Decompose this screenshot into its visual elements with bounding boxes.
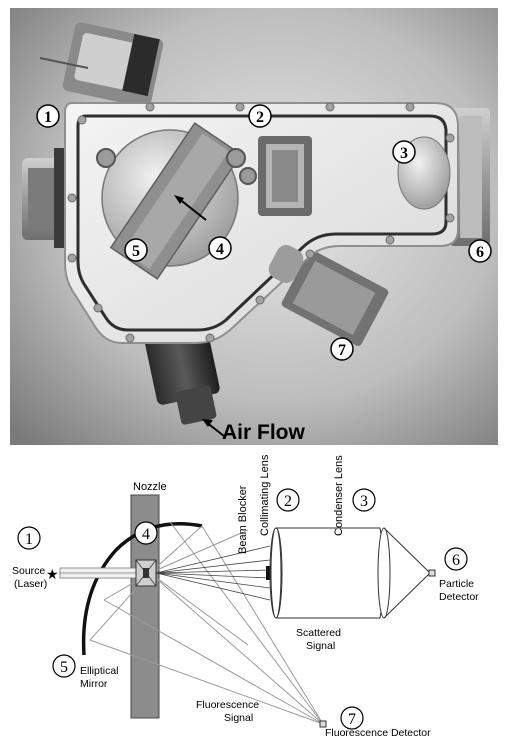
svg-text:4: 4 bbox=[216, 241, 224, 258]
svg-text:7: 7 bbox=[338, 342, 346, 359]
svg-text:2: 2 bbox=[284, 493, 292, 510]
svg-text:2: 2 bbox=[256, 109, 264, 126]
beam-blocker-label: Beam Blocker bbox=[237, 485, 249, 554]
fluorescence-signal-label-1: Fluorescence bbox=[196, 699, 259, 711]
particle-detector-label-1: Particle bbox=[439, 578, 474, 590]
photo-marker-7: 7 bbox=[330, 337, 354, 361]
diagram-marker-5: 5 bbox=[52, 654, 76, 678]
right-housing bbox=[450, 108, 490, 246]
fluorescence-block bbox=[281, 250, 389, 346]
collimating-lens-label: Collimating Lens bbox=[259, 454, 271, 536]
top-connector bbox=[39, 22, 164, 108]
screws bbox=[67, 102, 455, 343]
svg-text:3: 3 bbox=[360, 493, 368, 510]
diagram-marker-6: 6 bbox=[444, 547, 468, 571]
condenser-lens bbox=[377, 527, 391, 619]
elliptical-mirror bbox=[81, 522, 203, 656]
left-port bbox=[22, 148, 72, 248]
laser-beam: ★ bbox=[46, 566, 137, 582]
scatter-fan bbox=[155, 545, 271, 601]
particle-detector-label-2: Detector bbox=[439, 591, 479, 603]
svg-text:1: 1 bbox=[44, 109, 52, 126]
photo-marker-6: 6 bbox=[468, 239, 492, 263]
condenser-lens-label: Condenser Lens bbox=[333, 455, 345, 536]
lens-block bbox=[258, 136, 312, 216]
svg-text:4: 4 bbox=[142, 526, 150, 543]
airflow-label: Air Flow bbox=[222, 421, 305, 444]
source-star-icon: ★ bbox=[46, 566, 59, 582]
photo-marker-3: 3 bbox=[392, 140, 416, 164]
mirror-label-2: Mirror bbox=[80, 678, 108, 690]
photo-marker-2: 2 bbox=[248, 104, 272, 128]
beam-blocker bbox=[266, 566, 272, 580]
diagram-marker-7: 7 bbox=[340, 706, 364, 730]
mirror-label-1: Elliptical bbox=[80, 665, 119, 677]
scattered-signal-label-1: Scattered bbox=[296, 627, 341, 639]
body-gasket bbox=[76, 114, 448, 332]
photo-marker-4: 4 bbox=[208, 236, 232, 260]
diagram-marker-3: 3 bbox=[352, 488, 376, 512]
diagram-marker-2: 2 bbox=[276, 488, 300, 512]
svg-text:6: 6 bbox=[452, 552, 460, 569]
photo-marker-1: 1 bbox=[36, 104, 60, 128]
marker-4-arrow bbox=[177, 197, 207, 221]
svg-text:5: 5 bbox=[132, 243, 140, 260]
fluorescence-detector bbox=[319, 720, 327, 728]
svg-text:5: 5 bbox=[60, 659, 68, 676]
fluorescence-detector-label: Fluorescence Detector bbox=[325, 727, 431, 739]
instrument-photo: Air Flow 1 2 3 4 5 6 7 bbox=[10, 8, 498, 445]
svg-text:6: 6 bbox=[476, 244, 484, 261]
converging-beam bbox=[383, 527, 431, 619]
fluorescence-rays bbox=[89, 521, 324, 725]
svg-text:7: 7 bbox=[348, 711, 356, 728]
fluorescence-signal-label-2: Signal bbox=[224, 712, 253, 724]
collimated-beam bbox=[269, 527, 385, 619]
scattered-signal-label-2: Signal bbox=[306, 640, 335, 652]
svg-text:3: 3 bbox=[400, 145, 408, 162]
optical-schematic: Nozzle ★ Beam Blocker bbox=[12, 454, 479, 739]
photo-marker-5: 5 bbox=[124, 238, 148, 262]
particle-detector bbox=[428, 569, 436, 577]
svg-text:1: 1 bbox=[25, 531, 33, 548]
diagram-marker-4: 4 bbox=[134, 521, 158, 545]
source-label-2: (Laser) bbox=[14, 578, 47, 590]
diagram-marker-1: 1 bbox=[17, 526, 41, 550]
nozzle-label: Nozzle bbox=[133, 481, 167, 493]
collimating-lens bbox=[270, 527, 282, 619]
source-label-1: Source bbox=[12, 565, 45, 577]
